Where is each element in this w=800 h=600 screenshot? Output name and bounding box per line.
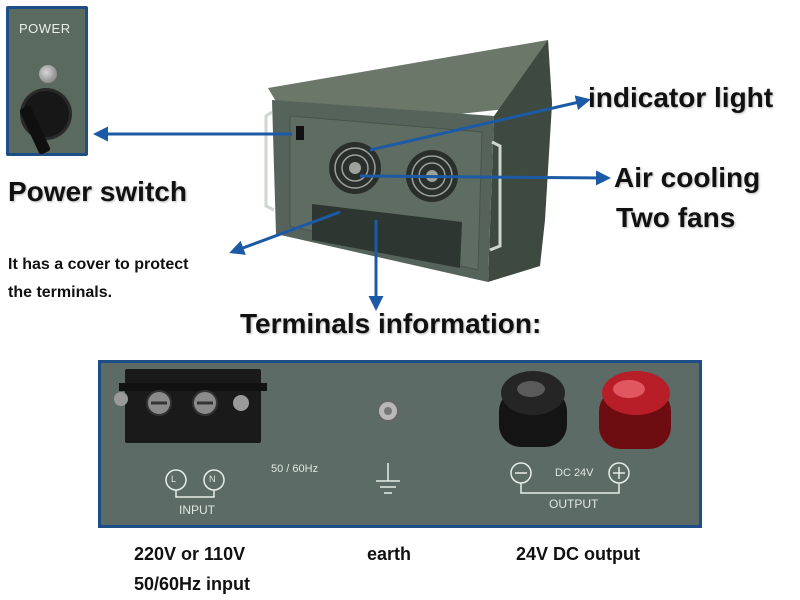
cabinet-handle-right — [489, 140, 502, 252]
cabinet-handle-left — [264, 110, 275, 212]
cabinet-side — [488, 40, 552, 282]
screw-terminal-icon — [146, 390, 172, 416]
cover-note-line2: the terminals. — [8, 284, 113, 301]
arrow-cover — [229, 210, 341, 255]
frequency-label: 50 / 60Hz — [271, 463, 319, 475]
binding-post-icon — [499, 371, 567, 447]
fan-icon — [329, 142, 381, 194]
arrow-indicator-light — [369, 95, 591, 152]
binding-post-icon — [599, 371, 671, 449]
input-label: INPUT — [179, 503, 215, 517]
indicator-light-label: indicator light — [588, 82, 774, 113]
two-fans-label: Two fans — [616, 202, 736, 233]
terminal-cover — [312, 204, 462, 268]
power-switch-closeup: POWER — [6, 6, 88, 156]
input-caption-line1: 220V or 110V — [134, 544, 246, 564]
screw-terminal-icon — [192, 390, 218, 416]
indicator-screw-icon — [39, 65, 57, 83]
terminal-n-label: N — [209, 474, 216, 484]
earth-caption: earth — [367, 544, 412, 564]
terminals-info-heading: Terminals information: — [240, 308, 542, 339]
air-cooling-label: Air cooling — [614, 162, 761, 193]
terminal-panel-drawing — [114, 369, 671, 498]
arrow-air-cooling — [359, 170, 611, 186]
power-switch-label: Power switch — [8, 176, 187, 207]
dc-output-caption: 24V DC output — [516, 544, 640, 564]
input-caption-line2: 50/60Hz input — [134, 574, 251, 594]
cover-note-line1: It has a cover to protect — [8, 256, 189, 273]
earth-screw-icon — [377, 400, 399, 422]
power-label: POWER — [19, 21, 71, 36]
earth-ground-icon — [376, 463, 400, 494]
terminal-panel: L N INPUT 50 / 60Hz DC 24V OUTPUT — [98, 360, 702, 528]
terminal-l-label: L — [171, 474, 177, 484]
dc-voltage-label: DC 24V — [555, 467, 594, 479]
output-label: OUTPUT — [549, 497, 599, 511]
cabinet-power-switch-icon — [296, 126, 304, 140]
